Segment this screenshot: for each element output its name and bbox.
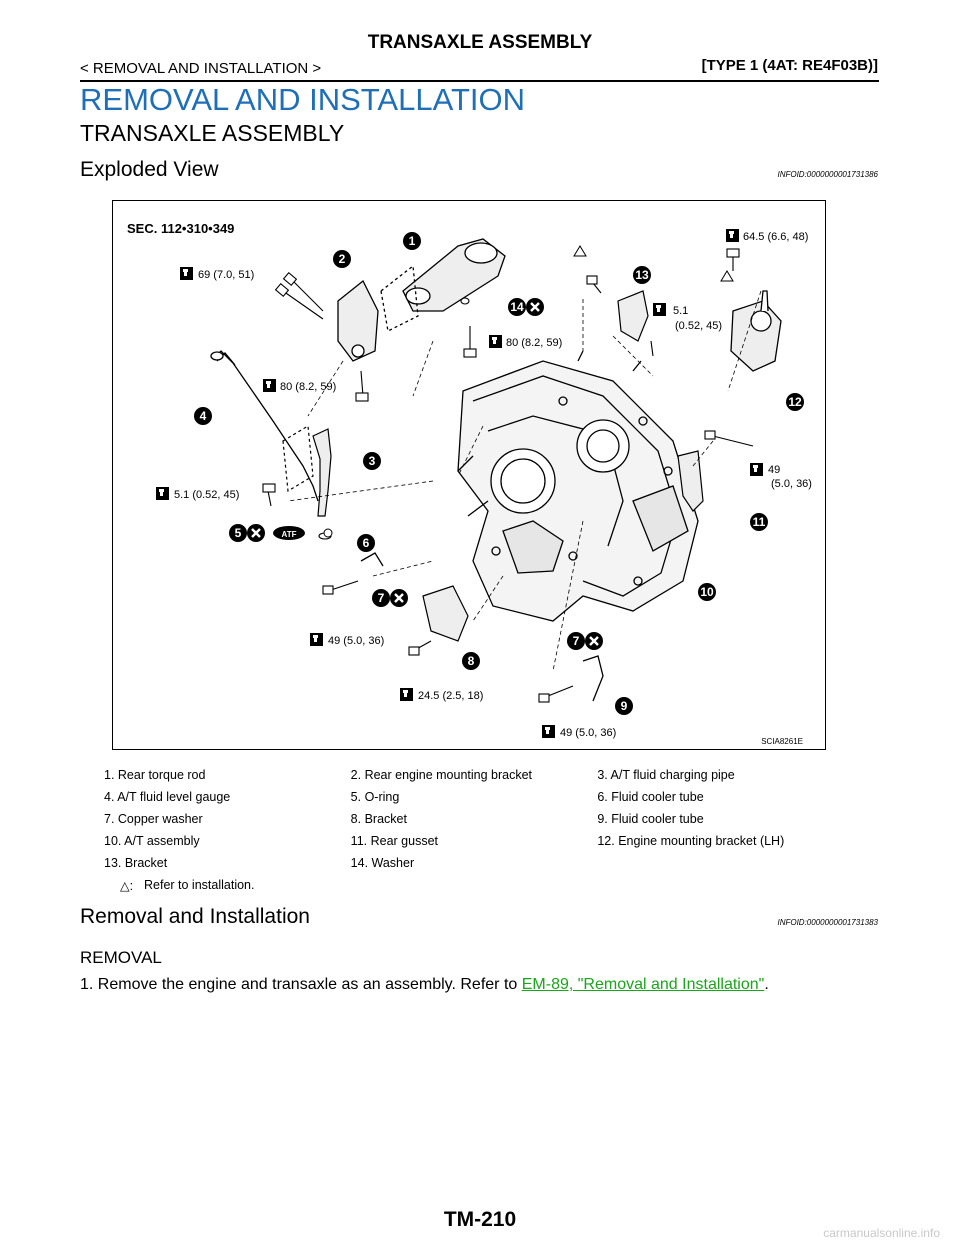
callout-8: 8 <box>468 654 475 668</box>
parts-item: 12. Engine mounting bracket (LH) <box>597 834 785 848</box>
exploded-view-title: Exploded View <box>80 158 219 181</box>
torque-label-5-1-a: 5.1 <box>673 305 688 317</box>
callout-10: 10 <box>700 585 714 599</box>
parts-item: 3. A/T fluid charging pipe <box>597 768 735 782</box>
fluid-cooler-tubes <box>360 552 604 702</box>
callout-6: 6 <box>363 536 370 550</box>
diagram-section-label: SEC. 112•310•349 <box>127 221 234 236</box>
exploded-view-diagram: SEC. 112•310•349 <box>112 200 826 750</box>
callout-1: 1 <box>409 234 416 248</box>
parts-item: 13. Bracket <box>104 856 168 870</box>
installation-note-text: Refer to installation. <box>144 878 255 892</box>
refer-installation-markers <box>573 245 734 282</box>
callout-7-b: 7 <box>573 634 580 648</box>
parts-list: 1. Rear torque rod 2. Rear engine mounti… <box>104 764 844 896</box>
torque-label-69: 69 (7.0, 51) <box>198 269 254 281</box>
removal-step-1: 1. Remove the engine and transaxle as an… <box>80 976 769 994</box>
page-number: TM-210 <box>443 1208 517 1231</box>
removal-subheading: REMOVAL <box>80 948 162 967</box>
parts-row: 4. A/T fluid level gauge 5. O-ring 6. Fl… <box>104 786 844 808</box>
torque-label-49-c: 49 (5.0, 36) <box>328 635 384 647</box>
parts-row: 1. Rear torque rod 2. Rear engine mounti… <box>104 764 844 786</box>
parts-item: 4. A/T fluid level gauge <box>104 790 231 804</box>
parts-item: 5. O-ring <box>350 790 400 804</box>
callout-12: 12 <box>788 395 802 409</box>
torque-label-80-a: 80 (8.2, 59) <box>506 337 562 349</box>
triangle-icon: △: <box>120 878 134 893</box>
callout-13: 13 <box>635 268 649 282</box>
torque-label-49-b: (5.0, 36) <box>771 478 812 490</box>
removal-installation-title: Removal and Installation <box>80 905 310 928</box>
torque-label-80-b: 80 (8.2, 59) <box>280 381 336 393</box>
removal-installation-infoid: INFOID:0000000001731383 <box>777 918 878 927</box>
parts-item: 9. Fluid cooler tube <box>597 812 704 826</box>
callout-3: 3 <box>369 454 376 468</box>
leader-lines <box>287 290 762 672</box>
fluid-level-gauge <box>210 350 319 502</box>
rear-torque-rod <box>380 238 506 332</box>
installation-note: △: Refer to installation. <box>104 874 844 896</box>
atf-label: ATF <box>282 530 297 539</box>
transmission-type: [TYPE 1 (4AT: RE4F03B)] <box>701 57 878 74</box>
removal-step-1-suffix: . <box>764 976 769 993</box>
parts-row: 7. Copper washer 8. Bracket 9. Fluid coo… <box>104 808 844 830</box>
transaxle-body <box>457 350 699 622</box>
fluid-charging-pipe <box>282 424 332 517</box>
torque-label-49-d: 49 (5.0, 36) <box>560 727 616 739</box>
parts-item: 1. Rear torque rod <box>104 768 206 782</box>
rear-gusset <box>677 450 704 512</box>
torque-label-49-a: 49 <box>768 464 780 476</box>
engine-mounting-bracket-lh <box>730 290 782 372</box>
diagram-code: SCIA8261E <box>761 737 803 746</box>
parts-item: 14. Washer <box>350 856 415 870</box>
page-header-title: TRANSAXLE ASSEMBLY <box>367 32 593 53</box>
callout-9: 9 <box>621 699 628 713</box>
callout-5: 5 <box>235 526 242 540</box>
section-heading: REMOVAL AND INSTALLATION <box>80 82 526 117</box>
header-divider <box>80 80 879 82</box>
exploded-view-infoid: INFOID:0000000001731386 <box>777 170 878 179</box>
watermark: carmanualsonline.info <box>823 1226 940 1240</box>
torque-label-64-5: 64.5 (6.6, 48) <box>743 231 808 243</box>
atf-tag: ATF <box>273 526 333 540</box>
bracket-8 <box>422 585 469 642</box>
parts-row: 13. Bracket 14. Washer <box>104 852 844 874</box>
em-89-link[interactable]: EM-89, "Removal and Installation" <box>521 976 765 993</box>
parts-item: 11. Rear gusset <box>350 834 438 848</box>
removal-step-1-text: 1. Remove the engine and transaxle as an… <box>80 976 522 993</box>
parts-row: 10. A/T assembly 11. Rear gusset 12. Eng… <box>104 830 844 852</box>
parts-item: 8. Bracket <box>350 812 407 826</box>
parts-item: 10. A/T assembly <box>104 834 200 848</box>
callout-14: 14 <box>510 300 524 314</box>
breadcrumb: < REMOVAL AND INSTALLATION > <box>80 60 322 77</box>
callout-7-a: 7 <box>378 591 385 605</box>
section-subheading: TRANSAXLE ASSEMBLY <box>80 120 345 146</box>
parts-item: 7. Copper washer <box>104 812 203 826</box>
callouts: 1 2 3 4 5 6 7 8 9 10 11 12 13 14 7 <box>194 232 804 715</box>
torque-label-5-1-b: (0.52, 45) <box>675 320 722 332</box>
bracket-13 <box>617 290 649 342</box>
rear-engine-mounting-bracket <box>337 279 379 362</box>
callout-11: 11 <box>753 515 766 529</box>
parts-item: 2. Rear engine mounting bracket <box>350 768 533 782</box>
callout-4: 4 <box>200 409 207 423</box>
parts-item: 6. Fluid cooler tube <box>597 790 704 804</box>
torque-labels: 64.5 (6.6, 48) 69 (7.0, 51) 5.1 (0.52, 4… <box>156 229 812 739</box>
torque-label-24-5: 24.5 (2.5, 18) <box>418 690 483 702</box>
torque-label-5-1: 5.1 (0.52, 45) <box>174 489 239 501</box>
callout-2: 2 <box>339 252 346 266</box>
